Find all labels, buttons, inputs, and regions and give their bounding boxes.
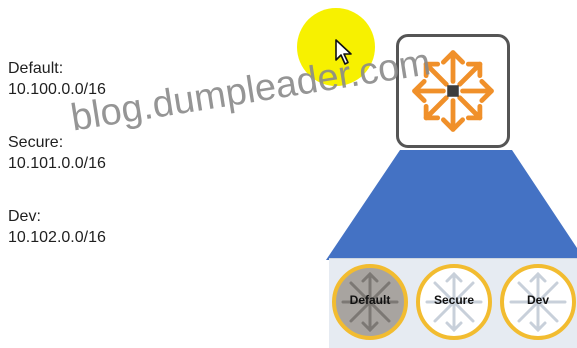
router-arrows-icon: [412, 50, 494, 132]
scope-dev[interactable]: Dev: [499, 263, 577, 341]
network-cidr: 10.100.0.0/16: [8, 81, 106, 98]
network-dev: Dev: 10.102.0.0/16: [8, 206, 106, 248]
watermark: blog.dumpleader.com: [68, 41, 434, 140]
scope-panel: Default Secure Dev: [329, 258, 577, 348]
scope-default-icon: [332, 264, 408, 340]
scope-secure[interactable]: Secure: [415, 263, 493, 341]
network-cidr: 10.101.0.0/16: [8, 155, 106, 172]
mouse-cursor-icon: [335, 39, 352, 65]
network-list: Default: 10.100.0.0/16 Secure: 10.101.0.…: [8, 58, 106, 280]
network-secure: Secure: 10.101.0.0/16: [8, 132, 106, 174]
router-icon-box: [396, 34, 510, 148]
scope-label: Default: [349, 293, 391, 307]
network-funnel: [326, 150, 577, 260]
network-name: Secure:: [8, 134, 64, 151]
network-name: Default:: [8, 60, 64, 77]
scope-label: Dev: [526, 293, 549, 307]
network-default: Default: 10.100.0.0/16: [8, 58, 106, 100]
scope-default[interactable]: Default: [331, 263, 409, 341]
scope-dev-icon: [500, 264, 576, 340]
scope-secure-icon: [416, 264, 492, 340]
scope-label: Secure: [433, 293, 475, 307]
network-name: Dev:: [8, 208, 41, 225]
network-cidr: 10.102.0.0/16: [8, 229, 106, 246]
